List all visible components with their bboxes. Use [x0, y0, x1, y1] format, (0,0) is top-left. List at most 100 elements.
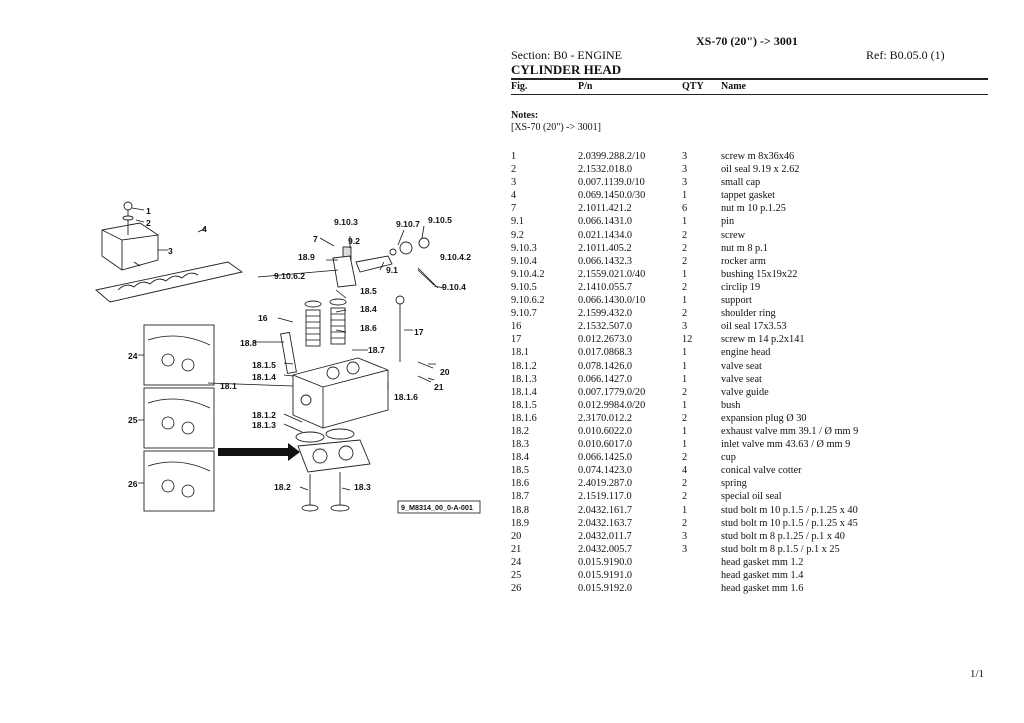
- part-number: 0.021.1434.0: [578, 229, 633, 241]
- diagram-label: 1: [146, 206, 151, 216]
- part-qty: 3: [682, 177, 688, 189]
- part-qty: 2: [682, 452, 688, 464]
- head-gasket-bore-2: [338, 445, 354, 461]
- part-fig: 20: [511, 530, 522, 542]
- part-name: circlip 19: [721, 281, 761, 293]
- part-qty: 2: [682, 308, 688, 320]
- gasket-24-box: [143, 324, 215, 386]
- head-port-2: [346, 361, 360, 375]
- tappet-gasket-shape: [95, 261, 244, 303]
- part-fig: 18.1.4: [511, 386, 537, 398]
- gasket-26-hole: [161, 479, 175, 493]
- part-fig: 9.10.4.2: [511, 268, 545, 280]
- part-qty: 2: [682, 478, 688, 490]
- diagram-label: 18.1.5: [252, 360, 276, 370]
- diagram-label: 17: [414, 327, 424, 337]
- diagram-label: 18.1.2: [252, 410, 276, 420]
- part-number: 0.012.2673.0: [578, 334, 633, 346]
- rocker-arm: [355, 255, 393, 273]
- part-name: stud bolt m 10 p.1.5 / p.1.25 x 45: [721, 517, 858, 529]
- gasket-25-box: [143, 387, 215, 449]
- diagram-code: 9_M8314_00_0-A-001: [401, 503, 473, 512]
- part-number: 2.1599.432.0: [578, 308, 633, 320]
- diagram-label: 18.1.3: [252, 420, 276, 430]
- part-name: nut m 10 p.1.25: [721, 203, 786, 215]
- rocker-support: [332, 255, 357, 288]
- part-fig: 3: [511, 177, 517, 189]
- part-qty: 1: [682, 216, 688, 228]
- part-fig: 9.10.5: [511, 281, 537, 293]
- part-qty: 3: [682, 151, 688, 162]
- part-fig: 18.6: [511, 478, 530, 490]
- part-name: screw m 14 p.2x141: [721, 334, 805, 346]
- diagram-label: 20: [440, 367, 450, 377]
- part-fig: 4: [511, 190, 517, 202]
- diagram-label: 2: [146, 218, 151, 228]
- part-number: 0.066.1431.0: [578, 216, 633, 228]
- exploded-diagram: 1 2 3 4 7 9.2 9.10.3 9.10.7 9.10.5 18.9 …: [88, 190, 483, 520]
- head-gasket-shape: [297, 439, 371, 473]
- cover-screw-head: [123, 201, 133, 211]
- part-fig: 9.10.3: [511, 242, 537, 254]
- cylinder-head-block: [292, 357, 389, 429]
- gasket-contours: [147, 335, 211, 472]
- part-number: 2.4019.287.0: [578, 478, 633, 490]
- part-qty: 1: [682, 268, 688, 280]
- diagram-label: 9.10.6.2: [274, 271, 305, 281]
- part-qty: 3: [682, 530, 688, 542]
- part-number: 2.1011.421.2: [578, 203, 632, 215]
- valve-cover-shape: [101, 222, 159, 271]
- part-qty: 1: [682, 439, 688, 451]
- part-fig: 2: [511, 164, 517, 176]
- part-fig: 25: [511, 570, 522, 581]
- part-number: 2.1410.055.7: [578, 281, 633, 293]
- diagram-label: 18.1.6: [394, 392, 418, 402]
- part-name: stud bolt m 8 p.1.25 / p.1 x 40: [721, 530, 845, 542]
- column-header-pn: P/n: [578, 81, 593, 92]
- part-name: bushing 15x19x22: [721, 268, 798, 280]
- part-name: exhaust valve mm 39.1 / Ø mm 9: [721, 425, 859, 437]
- valve-seat-left: [295, 431, 325, 443]
- diagram-label: 25: [128, 415, 138, 425]
- part-number: 2.1532.018.0: [578, 164, 633, 176]
- exploded-diagram-svg: 1 2 3 4 7 9.2 9.10.3 9.10.7 9.10.5 18.9 …: [95, 201, 481, 514]
- page-title: CYLINDER HEAD: [511, 62, 622, 77]
- part-number: 0.007.1139.0/10: [578, 177, 645, 189]
- diagram-label: 9.1: [386, 265, 398, 275]
- column-header-name: Name: [721, 81, 746, 92]
- gasket-24-hole: [181, 358, 195, 372]
- part-name: conical valve cotter: [721, 465, 802, 477]
- gasket-24-hole: [161, 353, 175, 367]
- part-name: valve seat: [721, 373, 762, 385]
- part-number: 2.0432.163.7: [578, 517, 633, 529]
- part-fig: 18.1.2: [511, 360, 537, 372]
- part-number: 2.3170.012.2: [578, 412, 633, 424]
- arrow-icon: [218, 443, 300, 461]
- part-number: 0.017.0868.3: [578, 347, 633, 359]
- part-name: nut m 8 p.1: [721, 242, 768, 254]
- part-fig: 21: [511, 543, 522, 555]
- cylinder-head-edges: [292, 369, 389, 428]
- diagram-label: 18.3: [354, 482, 371, 492]
- part-qty: 2: [682, 255, 688, 267]
- part-qty: 2: [682, 281, 688, 293]
- part-name: head gasket mm 1.6: [721, 583, 804, 595]
- part-name: support: [721, 295, 752, 307]
- exhaust-valve-head: [301, 504, 319, 512]
- part-name: oil seal 9.19 x 2.62: [721, 164, 800, 176]
- part-fig: 9.10.6.2: [511, 295, 545, 307]
- part-fig: 17: [511, 334, 522, 346]
